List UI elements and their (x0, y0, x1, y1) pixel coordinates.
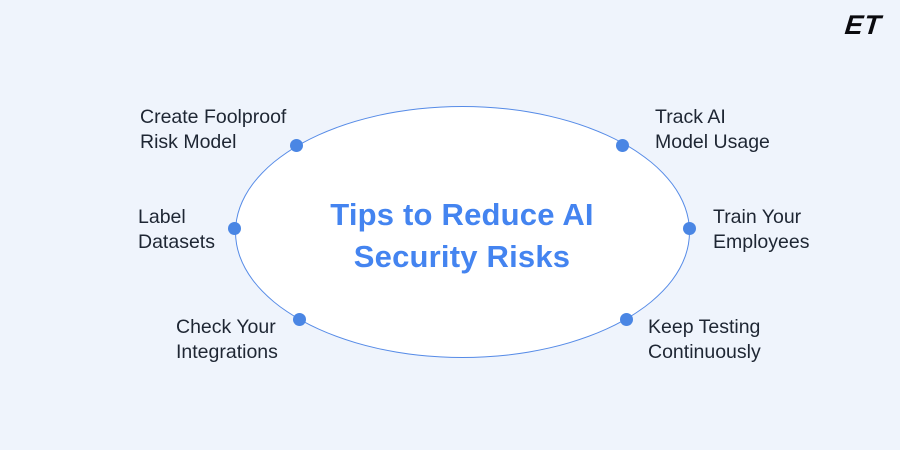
node-dot-keep-testing (620, 313, 633, 326)
node-label-line: Risk Model (140, 131, 237, 153)
node-dot-check-integrations (293, 313, 306, 326)
node-label-line: Train Your (713, 206, 802, 228)
brand-logo: ET (843, 10, 884, 40)
node-label-line: Model Usage (655, 131, 770, 153)
node-label-keep-testing: Keep Testing Continuously (648, 315, 761, 365)
node-label-train-employees: Train Your Employees (713, 205, 809, 255)
node-dot-track-usage (616, 139, 629, 152)
node-label-line: Integrations (176, 341, 278, 363)
node-label-label-datasets: Label Datasets (138, 205, 215, 255)
node-label-create-foolproof: Create Foolproof Risk Model (140, 105, 286, 155)
diagram-title-line2: Security Risks (353, 239, 571, 274)
node-dot-train-employees (683, 222, 696, 235)
node-label-track-usage: Track AI Model Usage (655, 105, 770, 155)
node-label-line: Datasets (138, 231, 215, 253)
node-label-line: Track AI (655, 106, 726, 128)
diagram-title: Tips to Reduce AI Security Risks (262, 194, 662, 278)
center-ellipse (235, 106, 690, 358)
node-label-line: Create Foolproof (140, 106, 287, 128)
diagram-title-line1: Tips to Reduce AI (330, 197, 594, 232)
node-dot-label-datasets (228, 222, 241, 235)
node-label-line: Check Your (176, 316, 276, 338)
node-label-check-integrations: Check Your Integrations (176, 315, 278, 365)
node-label-line: Employees (713, 231, 810, 253)
node-dot-create-foolproof (290, 139, 303, 152)
node-label-line: Keep Testing (648, 316, 761, 338)
node-label-line: Label (138, 206, 186, 228)
node-label-line: Continuously (648, 341, 761, 363)
